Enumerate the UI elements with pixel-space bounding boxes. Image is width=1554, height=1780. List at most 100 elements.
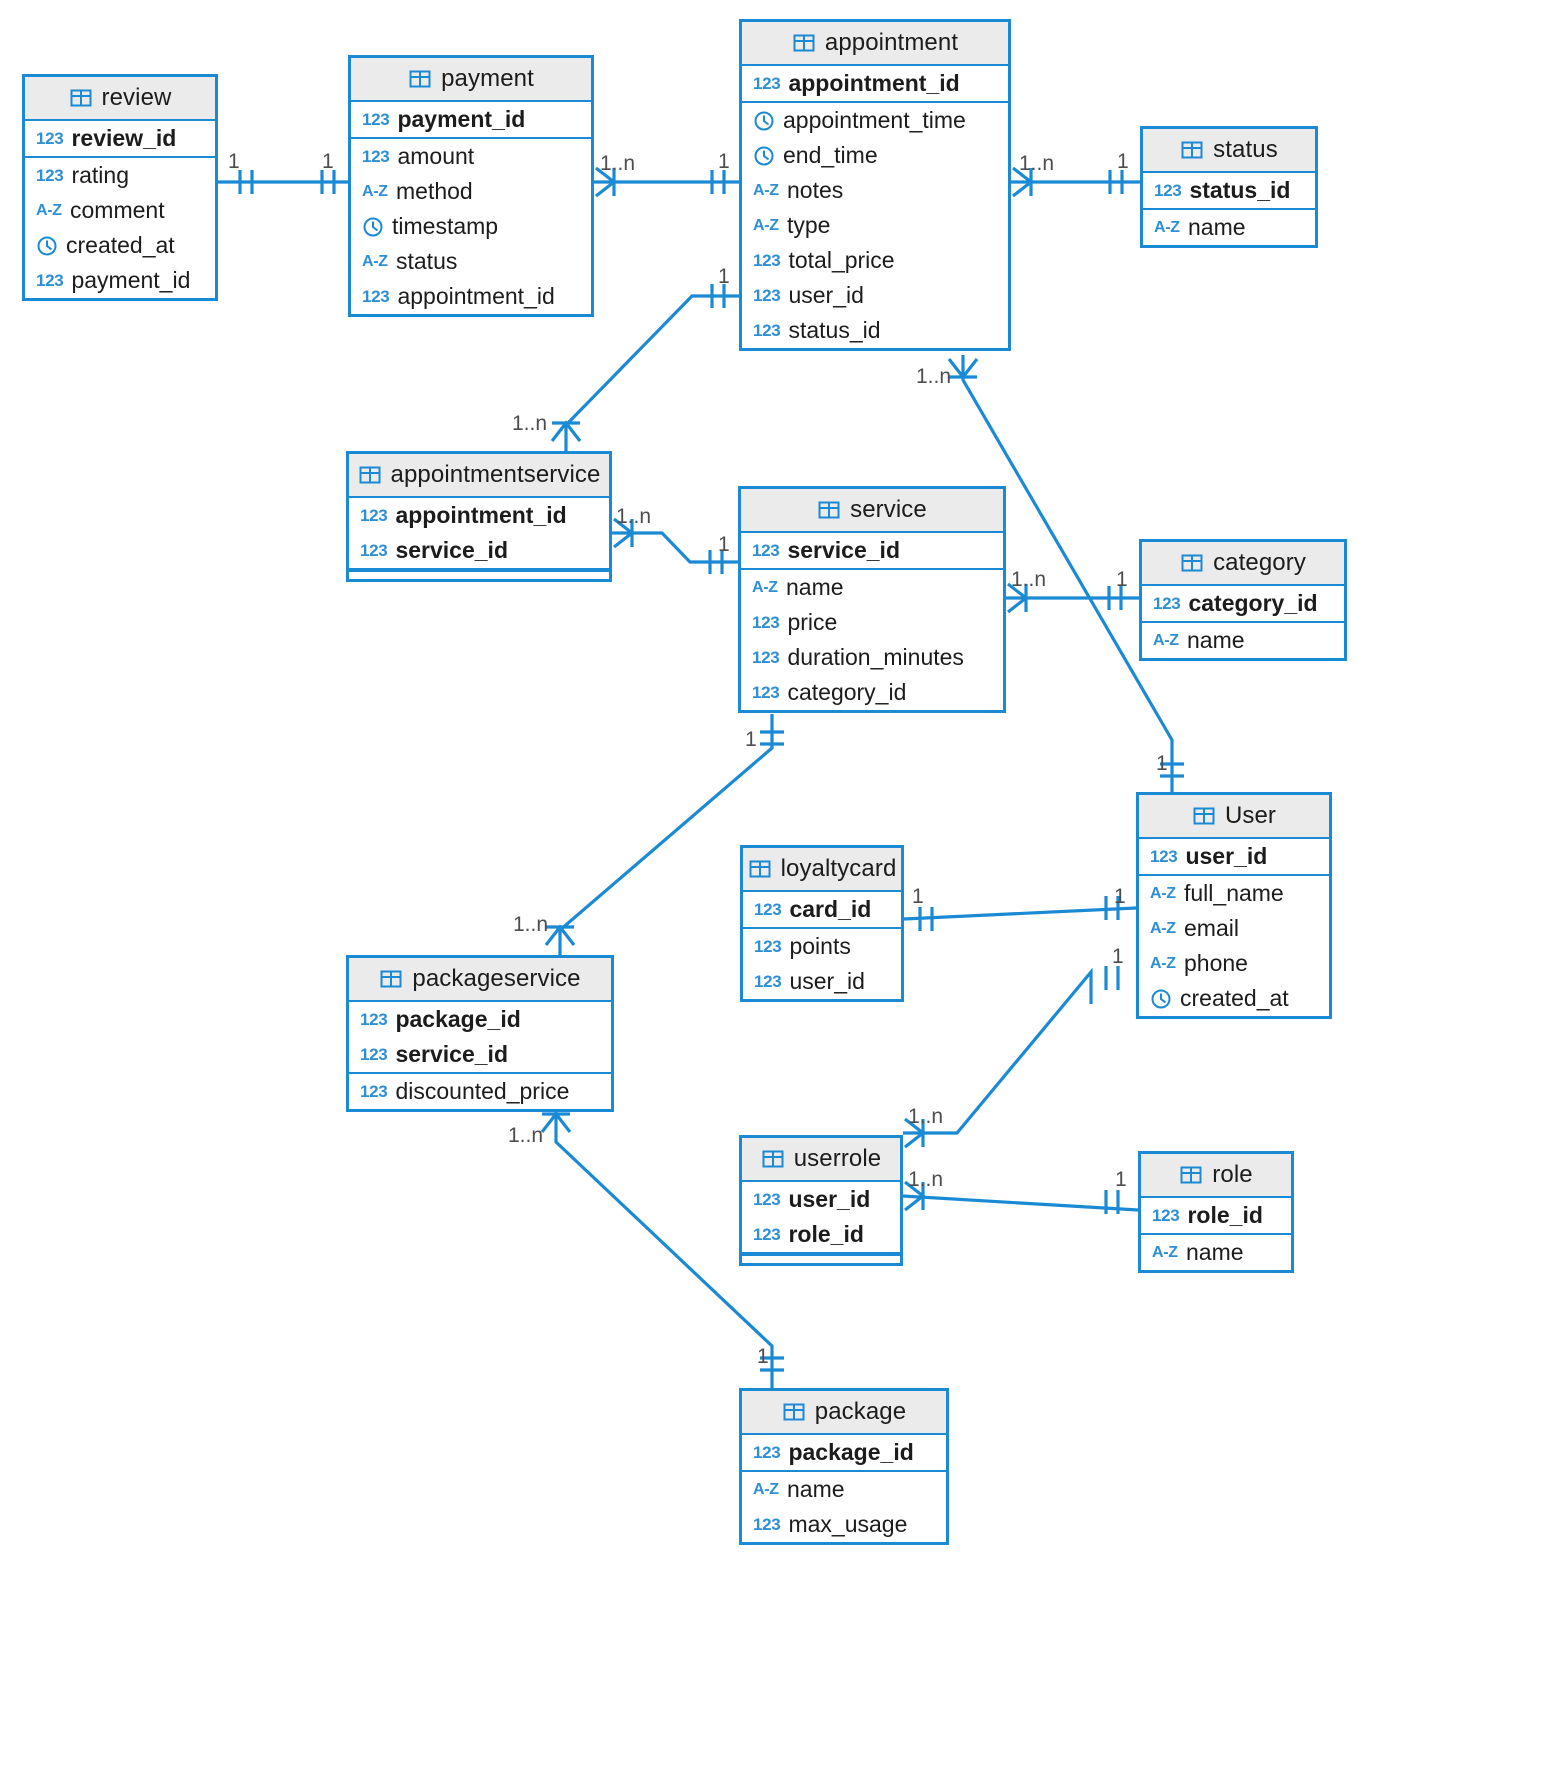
field-name: card_id bbox=[789, 896, 872, 922]
entity-header-payment: payment bbox=[351, 58, 591, 102]
entity-header-user: User bbox=[1139, 795, 1329, 839]
cardinality-label-c12: 1..n bbox=[1011, 568, 1047, 591]
field-name: comment bbox=[70, 197, 165, 223]
entity-header-status: status bbox=[1143, 129, 1315, 173]
type-number-icon: 123 bbox=[754, 971, 782, 991]
cardinality-label-c22: 1 bbox=[1115, 1168, 1127, 1191]
type-number-icon: 123 bbox=[754, 936, 782, 956]
field-name: appointment_id bbox=[788, 70, 960, 96]
type-number-icon: 123 bbox=[753, 320, 781, 340]
cardinality-label-c8: 1..n bbox=[512, 412, 548, 435]
type-text-icon: A-Z bbox=[753, 216, 779, 234]
table-icon bbox=[358, 463, 382, 487]
field-row-appointment-0[interactable]: appointment_time bbox=[742, 103, 1008, 138]
cardinality-label-c1: 1 bbox=[228, 150, 240, 173]
entity-header-userrole: userrole bbox=[742, 1138, 900, 1182]
table-icon bbox=[408, 67, 432, 91]
field-name: role_id bbox=[1187, 1202, 1263, 1228]
entity-name: packageservice bbox=[412, 965, 581, 992]
field-name: end_time bbox=[783, 142, 878, 168]
type-text-icon: A-Z bbox=[1153, 631, 1179, 649]
field-name: package_id bbox=[788, 1439, 914, 1465]
field-name: name bbox=[786, 574, 844, 600]
entity-footer-appointmentservice bbox=[349, 570, 609, 579]
datetime-icon bbox=[36, 235, 58, 257]
field-name: user_id bbox=[788, 282, 864, 308]
field-name: discounted_price bbox=[395, 1078, 570, 1104]
field-name: category_id bbox=[1188, 590, 1318, 616]
entity-footer-userrole bbox=[742, 1254, 900, 1263]
type-text-icon: A-Z bbox=[753, 1480, 779, 1498]
cardinality-label-c19: 1 bbox=[1112, 945, 1124, 968]
field-name: user_id bbox=[1185, 843, 1268, 869]
entity-name: service bbox=[850, 496, 927, 523]
field-row-appointment-1[interactable]: end_time bbox=[742, 138, 1008, 173]
field-row-review-2[interactable]: created_at bbox=[25, 228, 215, 263]
type-number-icon: 123 bbox=[360, 540, 388, 560]
field-row-payment-2[interactable]: timestamp bbox=[351, 209, 591, 244]
field-row-user-3[interactable]: created_at bbox=[1139, 981, 1329, 1016]
